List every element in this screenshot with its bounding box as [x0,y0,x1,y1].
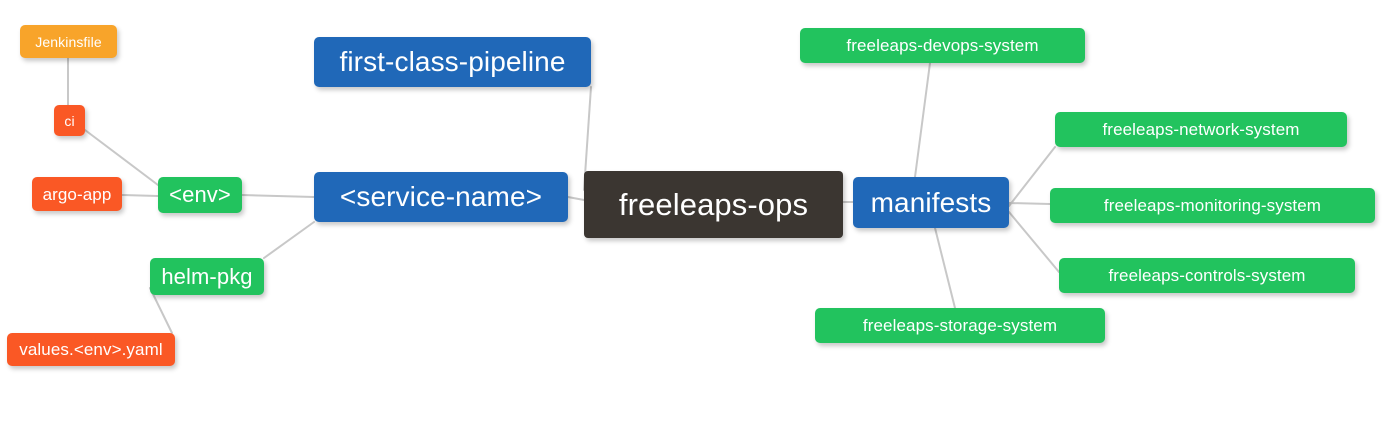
node-ci[interactable]: ci [54,105,85,136]
node-freeleaps-devops-system[interactable]: freeleaps-devops-system [800,28,1085,63]
node-first-class-pipeline[interactable]: first-class-pipeline [314,37,591,87]
node-argo-app[interactable]: argo-app [32,177,122,211]
node-freeleaps-monitoring-system[interactable]: freeleaps-monitoring-system [1050,188,1375,223]
edge-manifests-to-freeleaps-storage-system [934,227,956,309]
node-env[interactable]: <env> [158,177,242,213]
node-freeleaps-ops[interactable]: freeleaps-ops [584,171,843,238]
edge-manifests-to-freeleaps-monitoring-system [1008,202,1051,205]
node-freeleaps-storage-system[interactable]: freeleaps-storage-system [815,308,1105,343]
node-values-env-yaml[interactable]: values.<env>.yaml [7,333,175,366]
edge-manifests-to-freeleaps-network-system [1008,146,1056,207]
node-freeleaps-network-system[interactable]: freeleaps-network-system [1055,112,1347,147]
edge-env-to-argo-app [121,194,159,197]
edge-service-name-to-env [241,194,315,198]
node-manifests[interactable]: manifests [853,177,1009,228]
node-freeleaps-controls-system[interactable]: freeleaps-controls-system [1059,258,1355,293]
node-jenkinsfile[interactable]: Jenkinsfile [20,25,117,58]
edge-freeleaps-ops-to-service-name [567,196,585,201]
node-service-name[interactable]: <service-name> [314,172,568,222]
edge-manifests-to-freeleaps-devops-system [914,62,931,178]
node-helm-pkg[interactable]: helm-pkg [150,258,264,295]
edge-service-name-to-helm-pkg [263,221,315,259]
